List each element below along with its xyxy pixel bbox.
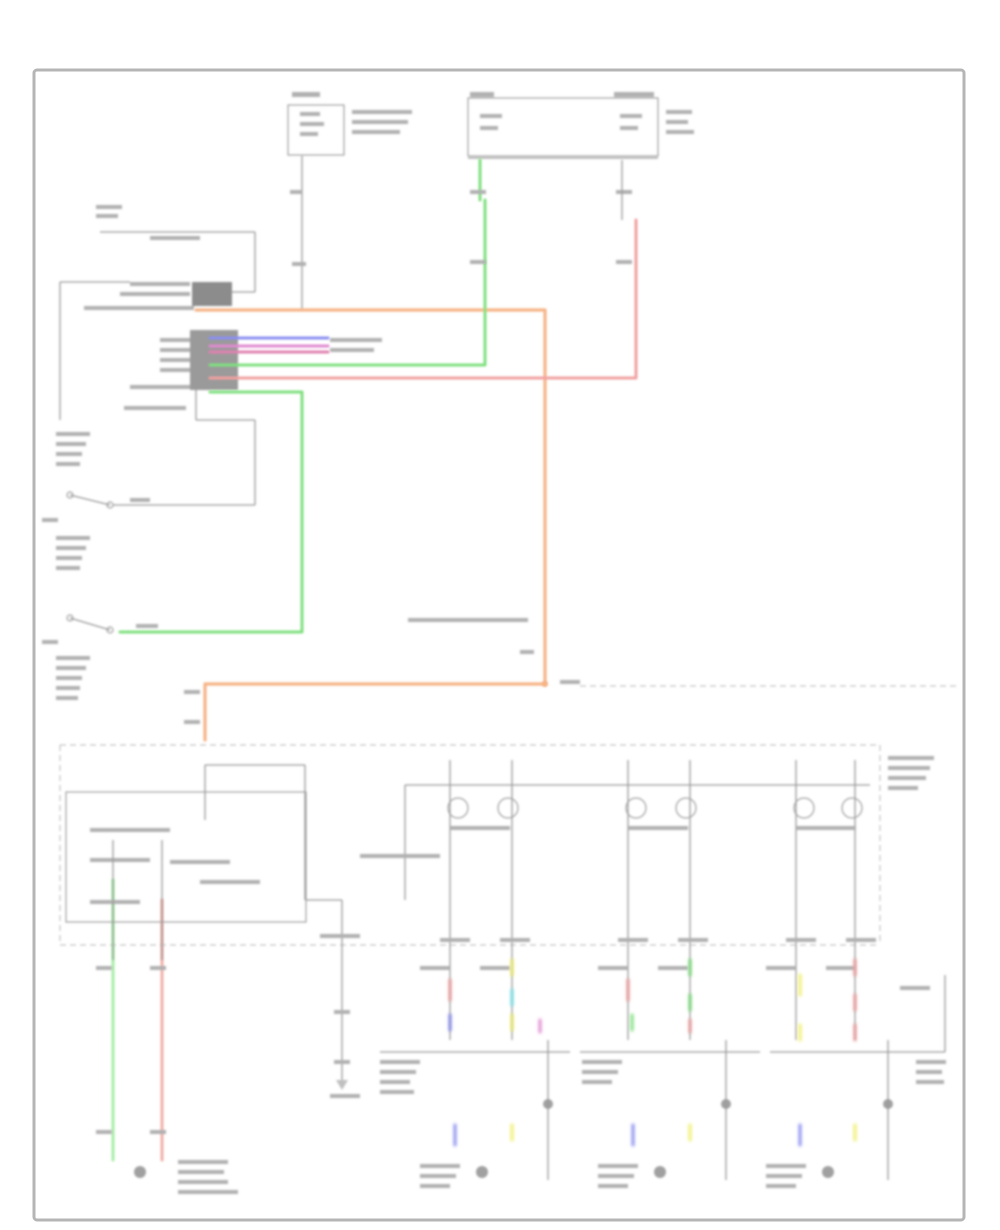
group-1: [380, 760, 570, 1188]
top-fuse-block-2: [467, 92, 694, 159]
upper-left-switch: [96, 205, 256, 293]
left-switch-2: [42, 614, 158, 700]
lower-colored-wires: [448, 958, 857, 1147]
left-switch-1: [42, 419, 256, 570]
group-2: [580, 760, 760, 1188]
connector-cluster: [59, 281, 382, 420]
group-3: [766, 760, 946, 1188]
lower-control-unit: [59, 744, 934, 1098]
diagram-frame: [32, 68, 966, 1222]
top-fuse-block-1: [287, 92, 412, 156]
lower-left-components: [96, 966, 238, 1194]
